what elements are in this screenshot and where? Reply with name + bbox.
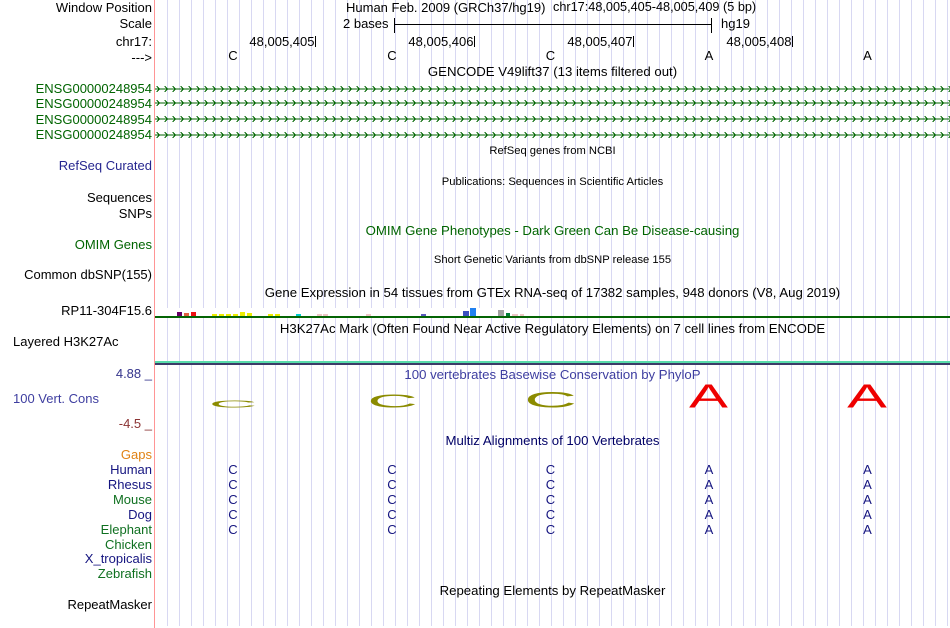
svg-text:C: C — [209, 399, 257, 410]
svg-text:C: C — [367, 391, 418, 410]
svg-text:A: A — [689, 380, 728, 410]
svg-text:C: C — [524, 388, 577, 410]
svg-text:A: A — [847, 380, 888, 410]
